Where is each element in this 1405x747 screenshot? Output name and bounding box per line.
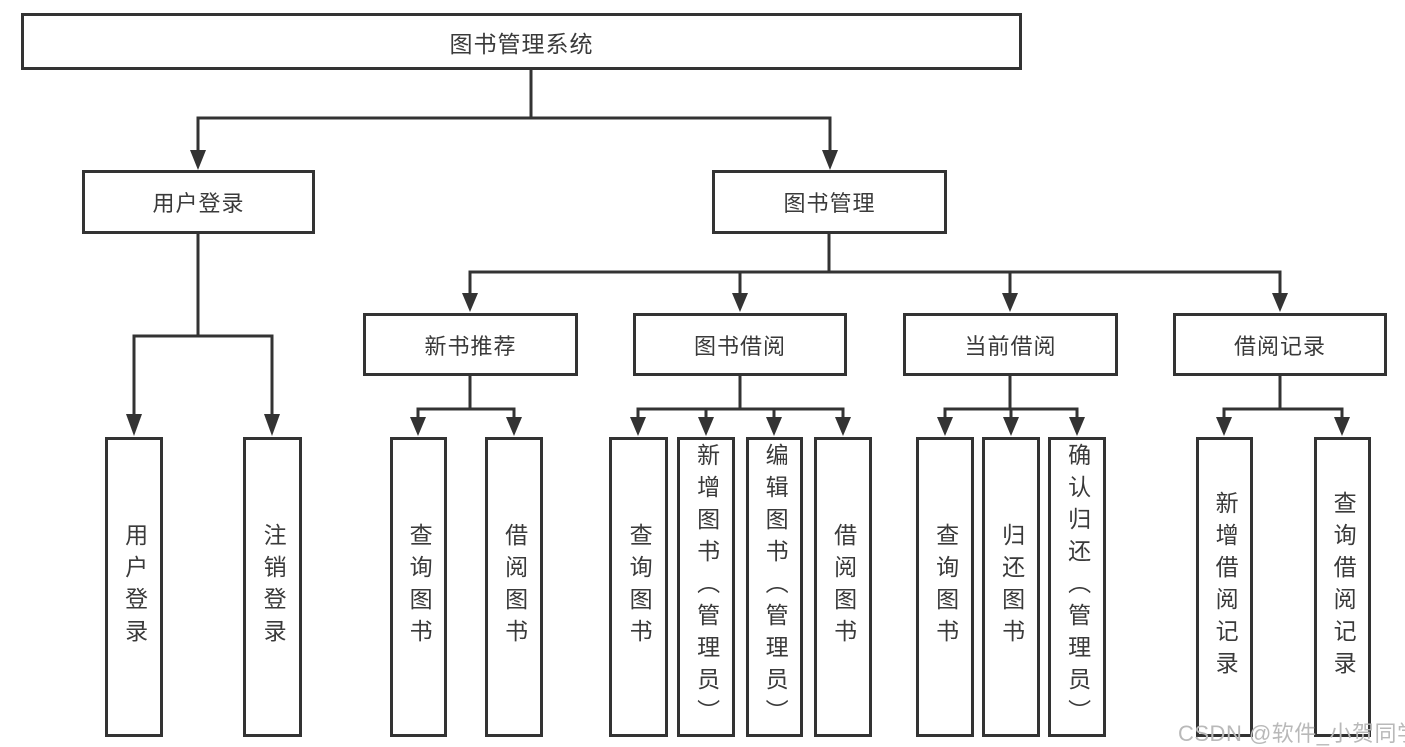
leaf-current-confirm-return-admin: 确认归还（管理员） [1048, 437, 1106, 737]
leaf-borrow-edit-book-admin: 编辑图书（管理员） [746, 437, 803, 737]
arrowhead-current-borrow [1002, 293, 1018, 312]
arrowhead-records-query-record [1334, 417, 1350, 436]
node-root: 图书管理系统 [21, 13, 1022, 70]
arrowhead-borrow-edit-book [766, 417, 782, 436]
connector-book-borrow [636, 374, 845, 422]
arrowhead-borrow-add-book [698, 417, 714, 436]
arrowhead-borrow-borrow-books [835, 417, 851, 436]
node-book-borrow: 图书借阅 [633, 313, 847, 376]
leaf-records-query-record: 查询借阅记录 [1314, 437, 1371, 737]
arrowhead-leaf-logout [264, 414, 280, 436]
arrowhead-current-query-books [937, 417, 953, 436]
node-new-book-recommend: 新书推荐 [363, 313, 578, 376]
leaf-borrow-add-book-admin: 新增图书（管理员） [677, 437, 735, 737]
arrowhead-current-confirm-return [1069, 417, 1085, 436]
arrowhead-borrow-query-books [630, 417, 646, 436]
arrowhead-records-add-record [1216, 417, 1232, 436]
leaf-borrow-query-books: 查询图书 [609, 437, 668, 737]
connector-root [196, 67, 832, 154]
leaf-records-add-record: 新增借阅记录 [1196, 437, 1253, 737]
connector-borrow-records [1222, 374, 1344, 422]
leaf-current-query-books: 查询图书 [916, 437, 974, 737]
leaf-rec-query-books: 查询图书 [390, 437, 447, 737]
watermark: CSDN @软件_小贺同学 [1178, 721, 1405, 746]
arrowhead-user-login [190, 150, 206, 170]
arrowhead-rec-borrow-books [506, 417, 522, 436]
arrowhead-leaf-user-login [126, 414, 142, 436]
leaf-rec-borrow-books: 借阅图书 [485, 437, 543, 737]
arrowhead-current-return-books [1003, 417, 1019, 436]
arrowhead-rec-query-books [410, 417, 426, 436]
connector-new-book-recommend [416, 374, 516, 422]
leaf-current-return-books: 归还图书 [982, 437, 1040, 737]
connector-book-management [468, 232, 1282, 298]
node-user-login: 用户登录 [82, 170, 315, 234]
leaf-user-login: 用户登录 [105, 437, 163, 737]
node-borrow-records: 借阅记录 [1173, 313, 1387, 376]
connector-user-login [132, 232, 274, 422]
leaf-borrow-borrow-books: 借阅图书 [814, 437, 872, 737]
leaf-logout: 注销登录 [243, 437, 302, 737]
node-current-borrow: 当前借阅 [903, 313, 1118, 376]
connector-current-borrow [943, 374, 1079, 422]
arrowhead-borrow-records [1272, 293, 1288, 312]
node-book-management: 图书管理 [712, 170, 947, 234]
arrowhead-book-borrow [732, 293, 748, 312]
arrowhead-new-book-recommend [462, 293, 478, 312]
arrowhead-book-management [822, 150, 838, 170]
